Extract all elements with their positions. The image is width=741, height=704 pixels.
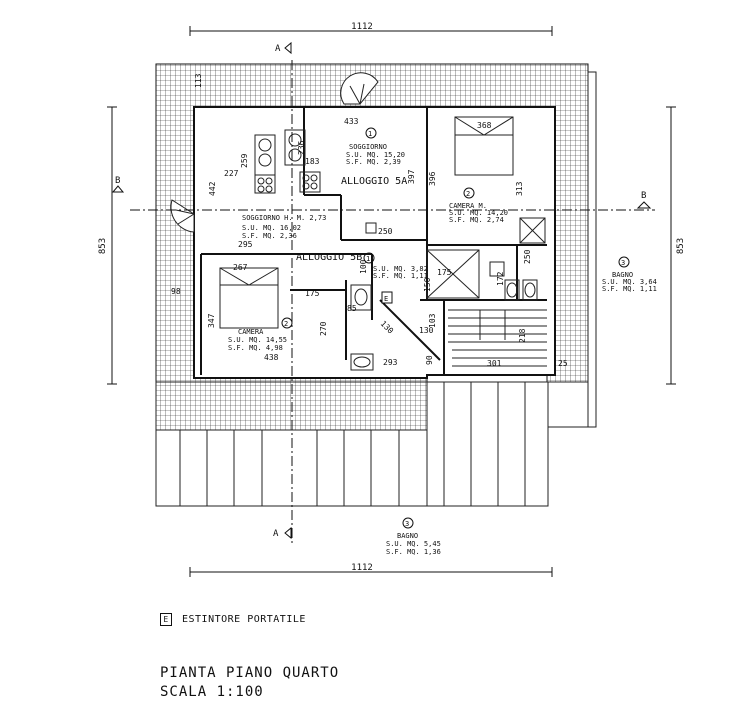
room-bagno-right-name: BAGNO — [612, 271, 633, 279]
dim-396: 396 — [428, 171, 437, 186]
dim-267: 267 — [233, 263, 248, 272]
section-a-bottom-label: A — [273, 529, 279, 539]
elevator — [426, 249, 480, 299]
room-camera-number: 2 — [284, 320, 288, 328]
legend: E ESTINTORE PORTATILE — [160, 613, 306, 626]
bed-camera-m — [454, 116, 514, 176]
room-camera-m-su: S.U. MQ. 14,20 — [449, 209, 508, 217]
dim-90: 90 — [425, 355, 434, 365]
room-camera-sf: S.F. MQ. 4,98 — [228, 344, 283, 352]
dim-293: 293 — [383, 358, 398, 367]
room-soggiorno-top-su: S.U. MQ. 15,20 — [346, 151, 405, 159]
section-b-left-label: B — [115, 176, 120, 186]
room-bagno-right-sf: S.F. MQ. 1,11 — [602, 285, 657, 293]
plan-title-block: PIANTA PIANO QUARTO SCALA 1:100 — [160, 664, 339, 702]
staircase — [448, 309, 547, 367]
dim-270: 270 — [319, 321, 328, 336]
room-bagno-small-sf: S.F. MQ. 1,11 — [373, 272, 428, 280]
alloggio-5a-label: ALLOGGIO 5A — [341, 176, 407, 187]
dim-103: 103 — [428, 313, 437, 328]
extinguisher-symbol: E — [381, 291, 393, 304]
room-soggiorno-left-name: SOGGIORNO H. M. 2,73 — [242, 214, 326, 222]
dim-25: 25 — [558, 359, 568, 368]
dim-442: 442 — [208, 181, 217, 196]
room-bagno-bottom-su: S.U. MQ. 5,45 — [386, 540, 441, 548]
dim-347: 347 — [207, 313, 216, 328]
extinguisher-legend-icon: E — [160, 613, 172, 626]
room-camera-m-name: CAMERA M. — [449, 202, 487, 210]
terrace-hatch — [155, 63, 589, 431]
room-bagno-bottom-sf: S.F. MQ. 1,36 — [386, 548, 441, 556]
dim-301: 301 — [487, 359, 502, 368]
dim-227: 227 — [224, 169, 239, 178]
kitchen-fixtures — [254, 129, 321, 194]
dim-250b: 250 — [523, 249, 532, 264]
room-bagno-bottom-name: BAGNO — [397, 532, 418, 540]
dim-368: 368 — [477, 121, 492, 130]
dim-85: 85 — [347, 304, 357, 313]
room-camera-m-sf: S.F. MQ. 2,74 — [449, 216, 504, 224]
dim-218: 218 — [518, 328, 527, 343]
section-lines — [130, 60, 655, 545]
plan-scale: SCALA 1:100 — [160, 684, 264, 700]
dim-top-width: 1112 — [351, 22, 373, 32]
room-camera-su: S.U. MQ. 14,55 — [228, 336, 287, 344]
room-bagno-bottom-number: 3 — [405, 520, 409, 528]
room-camera-name: CAMERA — [238, 328, 264, 336]
section-b-right-label: B — [641, 191, 646, 201]
dim-250a: 250 — [378, 227, 393, 236]
dim-98: 98 — [171, 287, 181, 296]
dim-259: 259 — [240, 153, 249, 168]
dim-313: 313 — [515, 181, 524, 196]
dim-113: 113 — [194, 73, 203, 88]
roof-slope — [155, 381, 549, 507]
room-soggiorno-top-number: 1 — [368, 130, 372, 138]
section-a-top-label: A — [275, 44, 281, 54]
room-soggiorno-left-su: S.U. MQ. 16,02 — [242, 224, 301, 232]
dim-175a: 175 — [305, 289, 320, 298]
dim-130b: 130 — [419, 326, 434, 335]
right-balcony — [548, 71, 597, 428]
room-bagno-small-su: S.U. MQ. 3,82 — [373, 265, 428, 273]
plan-title: PIANTA PIANO QUARTO — [160, 665, 340, 681]
legend-label: ESTINTORE PORTATILE — [182, 614, 306, 625]
dim-175b: 175 — [437, 268, 452, 277]
extinguisher-symbol-letter: E — [384, 295, 388, 303]
dim-236: 236 — [297, 140, 306, 155]
dim-100: 100 — [359, 259, 368, 274]
spiral-stair-top — [340, 72, 379, 105]
dim-295: 295 — [238, 240, 253, 249]
room-soggiorno-top-name: SOGGIORNO — [349, 143, 387, 151]
room-soggiorno-left-sf: S.F. MQ. 2,36 — [242, 232, 297, 240]
room-bagno-small-number: 1 — [366, 255, 370, 263]
room-bagno-right-number: 3 — [621, 259, 625, 267]
room-camera-m-number: 2 — [466, 190, 470, 198]
spiral-stair-left — [170, 199, 195, 233]
alloggio-5b-label: ALLOGGIO 5B — [296, 252, 362, 263]
dim-433: 433 — [344, 117, 359, 126]
dim-172: 172 — [496, 271, 505, 286]
bed-camera — [219, 267, 279, 329]
dim-397: 397 — [407, 169, 416, 184]
room-soggiorno-top-sf: S.F. MQ. 2,39 — [346, 158, 401, 166]
dim-bottom-width: 1112 — [351, 563, 373, 573]
dim-right-height: 853 — [676, 238, 686, 254]
dim-left-height: 853 — [98, 238, 108, 254]
section-markers — [111, 41, 652, 540]
dim-183: 183 — [305, 157, 320, 166]
room-markers — [281, 127, 630, 529]
dimension-lines — [107, 26, 676, 577]
room-bagno-right-su: S.U. MQ. 3,64 — [602, 278, 657, 286]
dim-150: 150 — [423, 277, 432, 292]
dim-438: 438 — [264, 353, 279, 362]
